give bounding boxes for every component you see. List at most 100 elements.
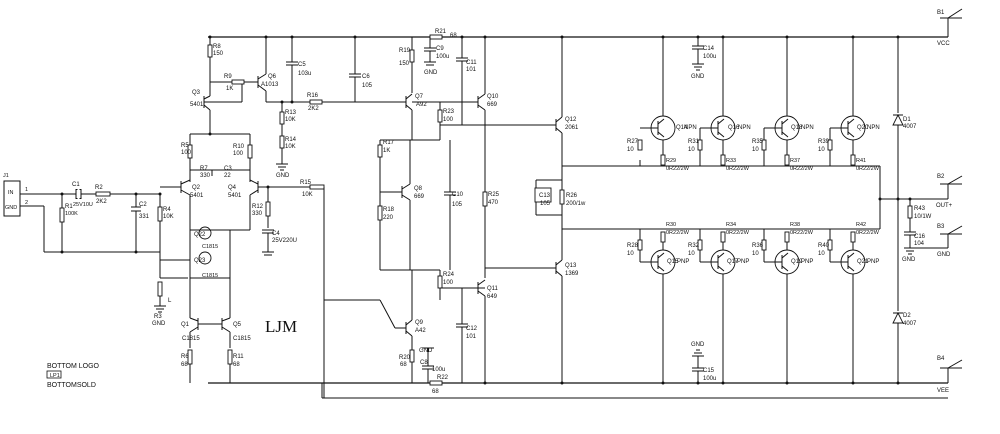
resistor-r5: R5 100 xyxy=(181,143,193,159)
c10-ref: C10 xyxy=(452,192,464,198)
q13-ref: Q13 xyxy=(565,263,577,269)
c9-gnd: GND xyxy=(424,70,438,76)
q5-ref: Q5 xyxy=(233,322,242,328)
c9-val: 100u xyxy=(436,54,449,60)
r31-val: 10 xyxy=(688,147,695,153)
transistor-q3: Q3 5401 xyxy=(190,90,211,118)
q22-val: C1815 xyxy=(202,244,218,250)
output-npn-q14: Q14 NPN xyxy=(640,37,697,166)
zobel-gnd: GND xyxy=(902,257,916,263)
input-connector: J1 IN GND 1 2 xyxy=(3,173,62,252)
q11-val: 649 xyxy=(487,294,498,300)
q2-ref: Q2 xyxy=(192,185,201,191)
r16-ref: R16 xyxy=(307,93,319,99)
r3-gnd: GND xyxy=(152,321,166,327)
r24-ref: R24 xyxy=(443,272,455,278)
q13-val: 1369 xyxy=(565,271,579,277)
q20-val: NPN xyxy=(867,125,880,131)
q10-val: 669 xyxy=(487,102,498,108)
r41-ref: R41 xyxy=(856,158,866,164)
c1-val: 25V10U xyxy=(73,202,93,208)
r21-ref: R21 xyxy=(435,29,447,35)
r15-val: 10K xyxy=(302,192,313,198)
c11-val: 101 xyxy=(466,67,477,73)
q17-val: PNP xyxy=(737,259,749,265)
transistor-q7: Q7 A92 xyxy=(400,93,427,140)
q6-ref: Q6 xyxy=(268,74,277,80)
vee-port-id: B4 xyxy=(937,356,945,362)
c15-val: 100u xyxy=(703,376,716,382)
transistor-q4: Q4 5401 xyxy=(228,170,300,230)
c15-ref: C15 xyxy=(703,368,715,374)
l-ref: L xyxy=(168,298,172,304)
vcc-port-id: B1 xyxy=(937,10,945,16)
q18-val: NPN xyxy=(801,125,814,131)
capacitor-c9: C9 100u GND xyxy=(424,37,449,76)
c4-val: 25V220U xyxy=(272,238,297,244)
vee-rail xyxy=(208,382,948,399)
c12-ref: C12 xyxy=(466,326,478,332)
c1-ref: C1 xyxy=(72,182,80,188)
c5-val: 103u xyxy=(298,71,311,77)
connector-mark: J1 xyxy=(3,173,9,179)
c16-ref: C16 xyxy=(914,234,926,240)
resistor-r22: R22 68 xyxy=(429,375,449,395)
r25-val: 470 xyxy=(488,200,499,206)
resistor-r3: R3 GND L xyxy=(152,260,188,327)
vee-port: B4 VEE xyxy=(937,356,963,394)
resistor-r11: R11 68 xyxy=(227,349,244,383)
r27-ref: R27 xyxy=(627,139,639,145)
r10-val: 100 xyxy=(233,151,244,157)
c4-ref: C4 xyxy=(272,231,280,237)
output-npn-q18: Q18 NPN xyxy=(764,37,814,166)
resistor-r26: R26 200/1w xyxy=(559,189,586,207)
q16-val: NPN xyxy=(738,125,751,131)
r33-val: 0R22/2W xyxy=(726,166,750,172)
q5-val: C1815 xyxy=(233,336,251,342)
r38-ref: R38 xyxy=(790,222,800,228)
q9-ref: Q9 xyxy=(415,320,424,326)
r37-val: 0R22/2W xyxy=(790,166,814,172)
r35-ref: R35 xyxy=(752,139,764,145)
gnd-port-id: B3 xyxy=(937,224,945,230)
capacitor-c12: C12 101 xyxy=(456,288,478,383)
r33-ref: R33 xyxy=(726,158,736,164)
c14-ref: C14 xyxy=(703,46,715,52)
logo-block: BOTTOM LOGO LP1 BOTTOMSOLD xyxy=(46,363,100,389)
q15-val: PNP xyxy=(677,259,689,265)
c14-val: 100u xyxy=(703,54,716,60)
c6-ref: C6 xyxy=(362,74,370,80)
r8-ref: R8 xyxy=(213,44,221,50)
r2-ref: R2 xyxy=(95,185,103,191)
transistor-q13: Q13 1369 xyxy=(555,204,579,383)
resistor-r20: R20 68 xyxy=(399,349,415,383)
r40-val: 10 xyxy=(818,251,825,257)
r18-ref: R18 xyxy=(383,207,395,213)
q14-ref: Q14 xyxy=(676,125,688,131)
r16-val: 2K2 xyxy=(308,106,319,112)
out-label: OUT+ xyxy=(936,203,953,209)
r24-val: 100 xyxy=(443,280,454,286)
q21-val: PNP xyxy=(867,259,879,265)
diode-d1: D1 4007 xyxy=(892,37,917,199)
c13-ref: C13 xyxy=(539,193,551,199)
r23-ref: R23 xyxy=(443,109,455,115)
r36-val: 10 xyxy=(752,251,759,257)
vcc-label: VCC xyxy=(937,41,950,47)
c3-val: 22 xyxy=(224,173,231,179)
c12-val: 101 xyxy=(466,334,477,340)
resistor-r15: R15 10K xyxy=(300,180,325,398)
r18-val: 220 xyxy=(383,215,394,221)
c8-gnd: GND xyxy=(419,348,433,354)
r28-ref: R28 xyxy=(627,243,639,249)
gnd-label: GND xyxy=(937,252,951,258)
q12-val: 2061 xyxy=(565,125,579,131)
r3-ref: R3 xyxy=(154,314,162,320)
q20-ref: Q20 xyxy=(857,125,869,131)
resistor-r6: R6 68 xyxy=(181,349,193,383)
out-port: B2 OUT+ xyxy=(936,174,963,209)
q22-ref: Q22 xyxy=(194,232,206,238)
c11-ref: C11 xyxy=(466,60,477,66)
output-pnp-q19: Q19 PNP xyxy=(764,231,813,383)
r21-val: 68 xyxy=(450,33,457,39)
